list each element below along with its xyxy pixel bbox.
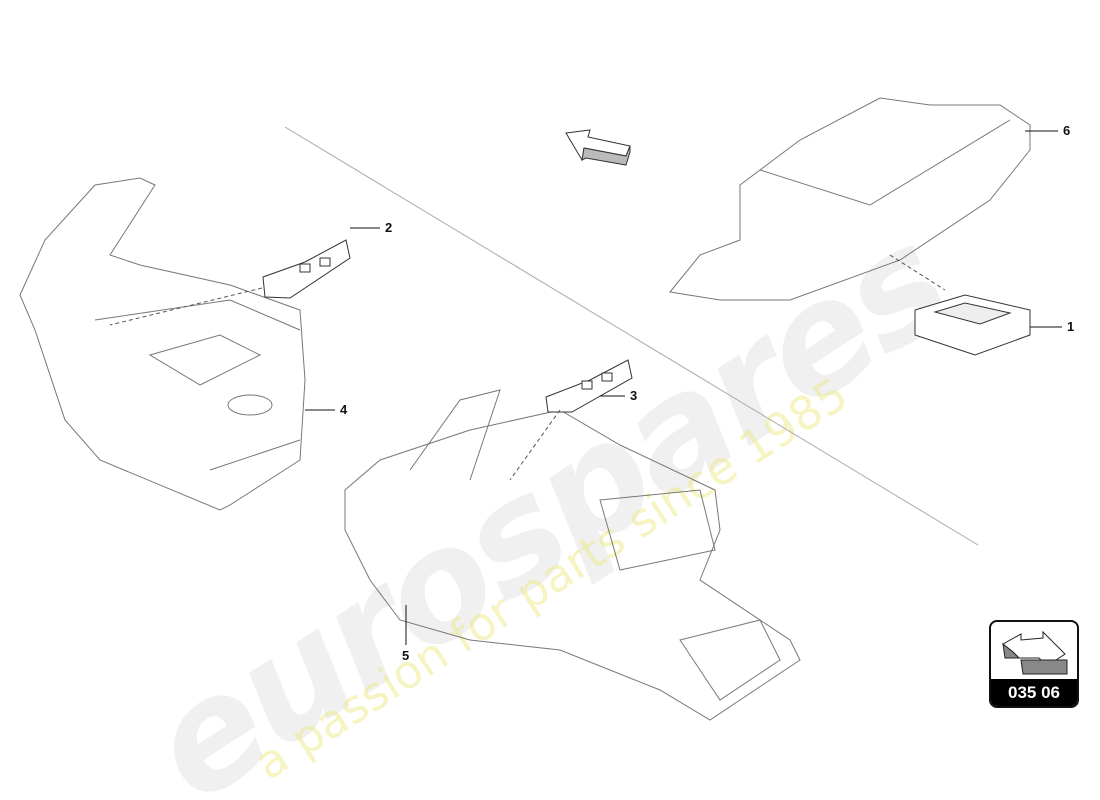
guide-line-3	[509, 409, 561, 481]
part-2-usb-module	[262, 239, 351, 299]
section-divider-line	[284, 126, 979, 546]
callout-5[interactable]: 5	[402, 648, 410, 663]
section-code: 035 06	[991, 679, 1077, 706]
part-6-glovebox-bracket	[669, 97, 1031, 301]
direction-arrow-icon	[565, 129, 631, 166]
part-4-center-console	[19, 177, 306, 511]
part-5-center-console	[344, 389, 801, 721]
callout-1[interactable]: 1	[1067, 319, 1075, 334]
part-1-control-unit	[914, 294, 1031, 356]
callout-4[interactable]: 4	[340, 402, 348, 417]
direction-arrow-icon	[1002, 630, 1068, 675]
section-badge[interactable]: 035 06	[989, 620, 1079, 708]
guide-line-2	[109, 287, 263, 326]
part-3-usb-module	[545, 359, 633, 413]
callout-3[interactable]: 3	[630, 388, 638, 403]
callout-6[interactable]: 6	[1063, 123, 1071, 138]
guide-line-1	[889, 254, 946, 291]
callout-2[interactable]: 2	[385, 220, 393, 235]
leader-lines	[305, 130, 1062, 645]
